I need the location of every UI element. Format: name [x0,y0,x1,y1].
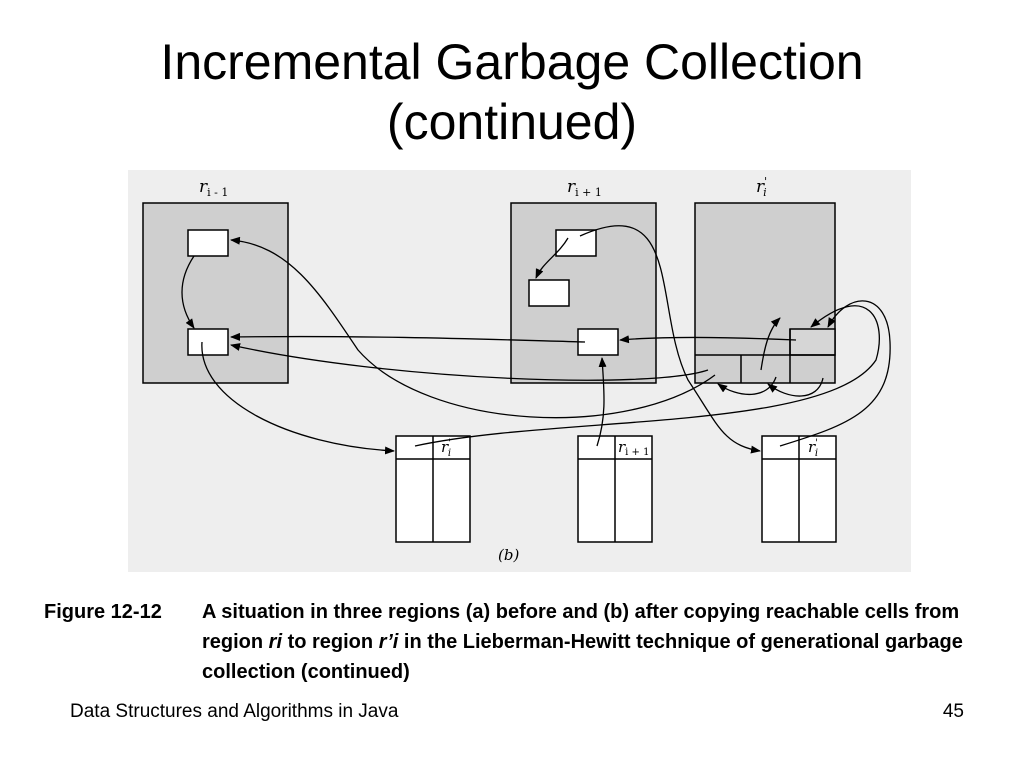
region-next-label: ri + 1 [567,177,602,199]
region-prime [694,202,836,384]
pointer-prev-top-to-bottom [181,255,195,329]
title-line-2: (continued) [386,94,638,150]
region-prev-label: ri - 1 [199,177,228,199]
figure-12-12-diagram: ri - 1 ri + 1 r'i r'i ri + 1 r'i [128,170,911,572]
pointer-prime-row-up [760,317,781,371]
pointer-table-right-to-prime-cell [779,300,891,447]
cell-prev-top [187,229,229,257]
table-left-label: r'i [441,438,451,459]
table-right-label: r'i [808,438,818,459]
pointer-prev-bottom-to-table-left [201,341,395,455]
pointer-next-c-to-prev-bottom [230,332,586,343]
footer-course-title: Data Structures and Algorithms in Java [70,701,399,722]
pointer-table-mid-to-next-c [596,357,607,447]
caption-emphasis-1: ri [268,631,283,653]
cell-next-b [528,279,570,307]
pointer-prime-row-cell-to-cell-b [767,377,824,397]
pointer-prime-to-prev-bottom [230,343,709,381]
region-prime-label: r'i [756,175,767,199]
pointer-next-a-to-table-right [579,225,761,454]
caption-part-3: in the Lieberman-Hewitt technique of gen… [202,631,963,683]
pointer-prime-left-to-prev-top [230,236,716,419]
region-prime-top-cell [789,328,836,356]
caption-text: A situation in three regions (a) before … [202,597,992,687]
table-mid-label: ri + 1 [618,438,649,458]
pointer-table-left-to-prime-cell [414,305,880,447]
cell-next-a [555,229,597,257]
pointer-prime-to-next-c [619,335,797,344]
caption-label: Figure 12-12 [44,601,162,623]
caption-emphasis-2: r’i [378,631,399,653]
page-number: 45 [942,701,964,722]
title-line-1: Incremental Garbage Collection [160,34,864,90]
panel-label: (b) [498,546,519,564]
caption-part-2: to region [282,631,379,653]
cell-next-c [577,328,619,356]
pointer-prime-row-cell-to-cell-a [717,376,777,396]
slide-title: Incremental Garbage Collection (continue… [0,32,1024,152]
pointer-next-a-to-b [535,237,569,279]
cell-prev-bottom [187,328,229,356]
caption-part-1: A situation in three regions (a) before … [202,601,960,653]
